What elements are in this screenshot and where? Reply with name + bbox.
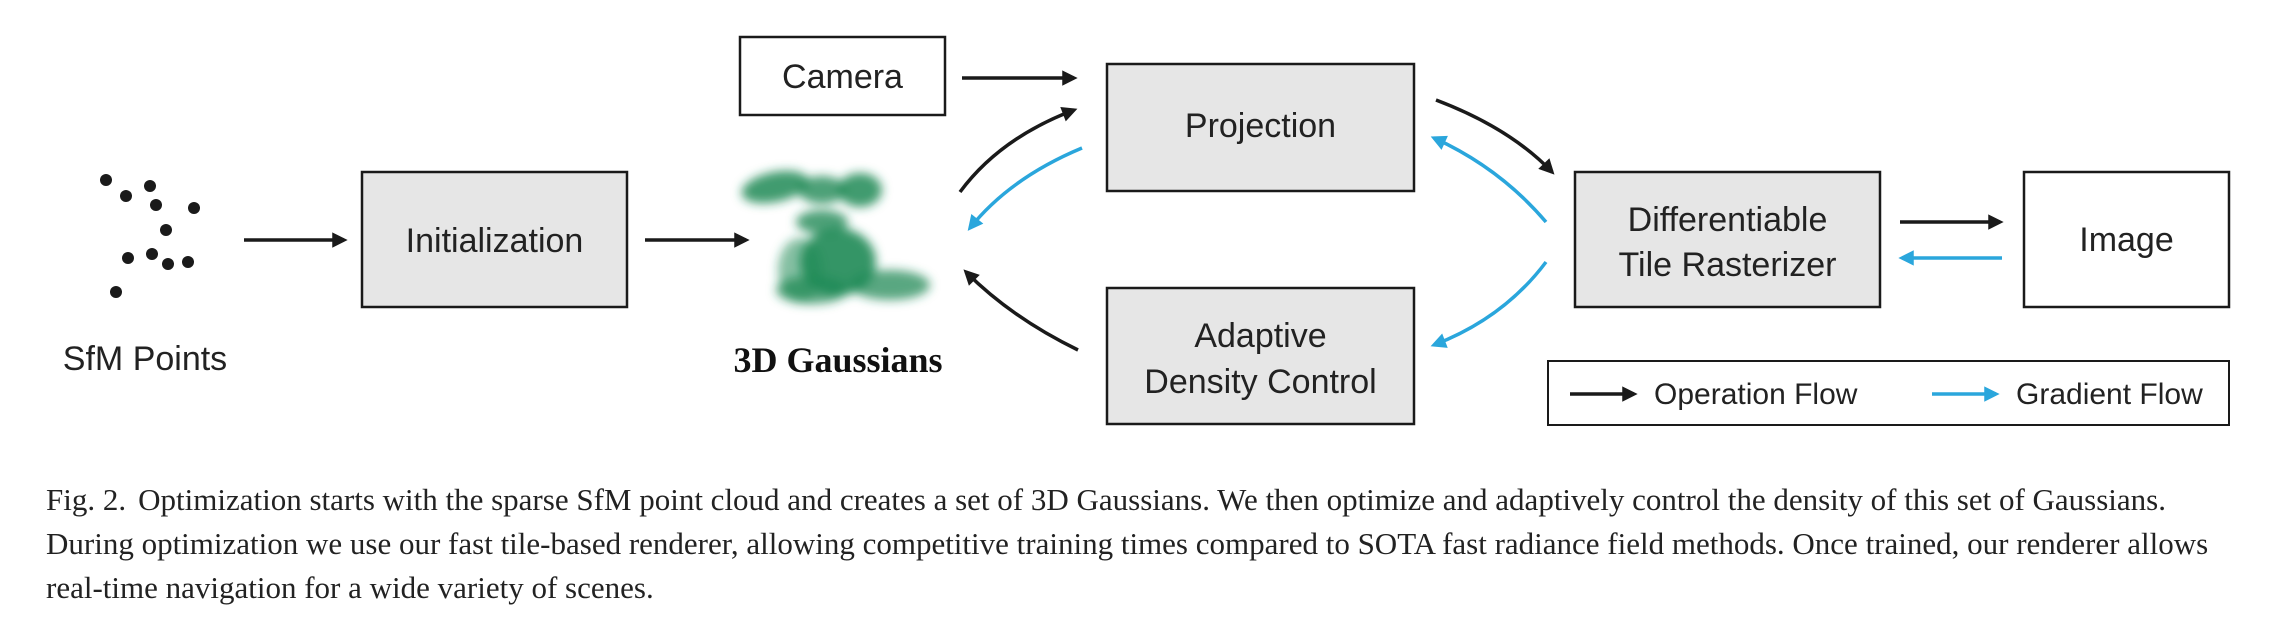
camera-node: Camera	[738, 35, 947, 117]
caption-figure-number: Fig. 2.	[46, 482, 127, 517]
gaussian-splat	[850, 270, 930, 300]
sfm-point	[150, 199, 162, 211]
sfm-point	[146, 248, 158, 260]
legend: Operation Flow Gradient Flow	[1547, 360, 2230, 426]
sfm-point	[182, 256, 194, 268]
legend-box	[1547, 360, 2230, 426]
sfm-point	[160, 224, 172, 236]
sfm-point	[144, 180, 156, 192]
initialization-node: Initialization	[360, 170, 629, 309]
image-box	[2022, 170, 2231, 309]
camera-label: Camera	[782, 58, 903, 96]
gaussian-splat	[741, 170, 809, 204]
adaptive-density-box	[1105, 286, 1416, 426]
adaptive-density-label-line2: Density Control	[1144, 363, 1376, 401]
sfm-point	[110, 286, 122, 298]
gaussian-splat	[776, 276, 848, 304]
gaussian-splat	[796, 210, 848, 234]
arrow-adaptive-to-gaussians	[963, 269, 1079, 352]
legend-operation-label: Operation Flow	[1654, 378, 1858, 411]
sfm-point	[188, 202, 200, 214]
arrow-gaussians-to-projection	[958, 107, 1078, 194]
sfm-point-cloud	[100, 174, 200, 298]
sfm-point	[162, 258, 174, 270]
gaussian-splat	[798, 176, 846, 204]
projection-label: Projection	[1185, 107, 1336, 145]
arrow-projection-to-rasterizer	[1435, 98, 1555, 175]
sfm-point	[120, 190, 132, 202]
gaussians-label: 3D Gaussians	[733, 340, 942, 380]
rasterizer-label-line2: Tile Rasterizer	[1619, 246, 1837, 284]
rasterizer-label-line1: Differentiable	[1628, 201, 1828, 239]
sfm-point	[100, 174, 112, 186]
pipeline-diagram: SfM Points Initialization 3D Gaussians C…	[63, 35, 2231, 426]
gradient-rasterizer-to-projection	[1430, 135, 1548, 224]
image-label: Image	[2079, 221, 2174, 259]
sfm-points-label: SfM Points	[63, 340, 227, 378]
camera-box	[738, 35, 947, 117]
gradient-projection-to-gaussians	[967, 146, 1083, 231]
figure-caption: Fig. 2.Optimization starts with the spar…	[46, 478, 2236, 610]
projection-box	[1105, 62, 1416, 193]
projection-node: Projection	[1105, 62, 1416, 193]
rasterizer-node: Differentiable Tile Rasterizer	[1573, 170, 1882, 309]
gradient-rasterizer-to-adaptive	[1430, 260, 1548, 348]
gaussian-splat	[838, 173, 882, 207]
gaussians-illustration	[741, 170, 930, 304]
adaptive-density-node: Adaptive Density Control	[1105, 286, 1416, 426]
initialization-box	[360, 170, 629, 309]
initialization-label: Initialization	[406, 222, 584, 260]
sfm-point	[122, 252, 134, 264]
legend-gradient-label: Gradient Flow	[2016, 378, 2203, 411]
rasterizer-box	[1573, 170, 1882, 309]
image-node: Image	[2022, 170, 2231, 309]
caption-text: Optimization starts with the sparse SfM …	[46, 482, 2209, 605]
adaptive-density-label-line1: Adaptive	[1194, 317, 1326, 355]
